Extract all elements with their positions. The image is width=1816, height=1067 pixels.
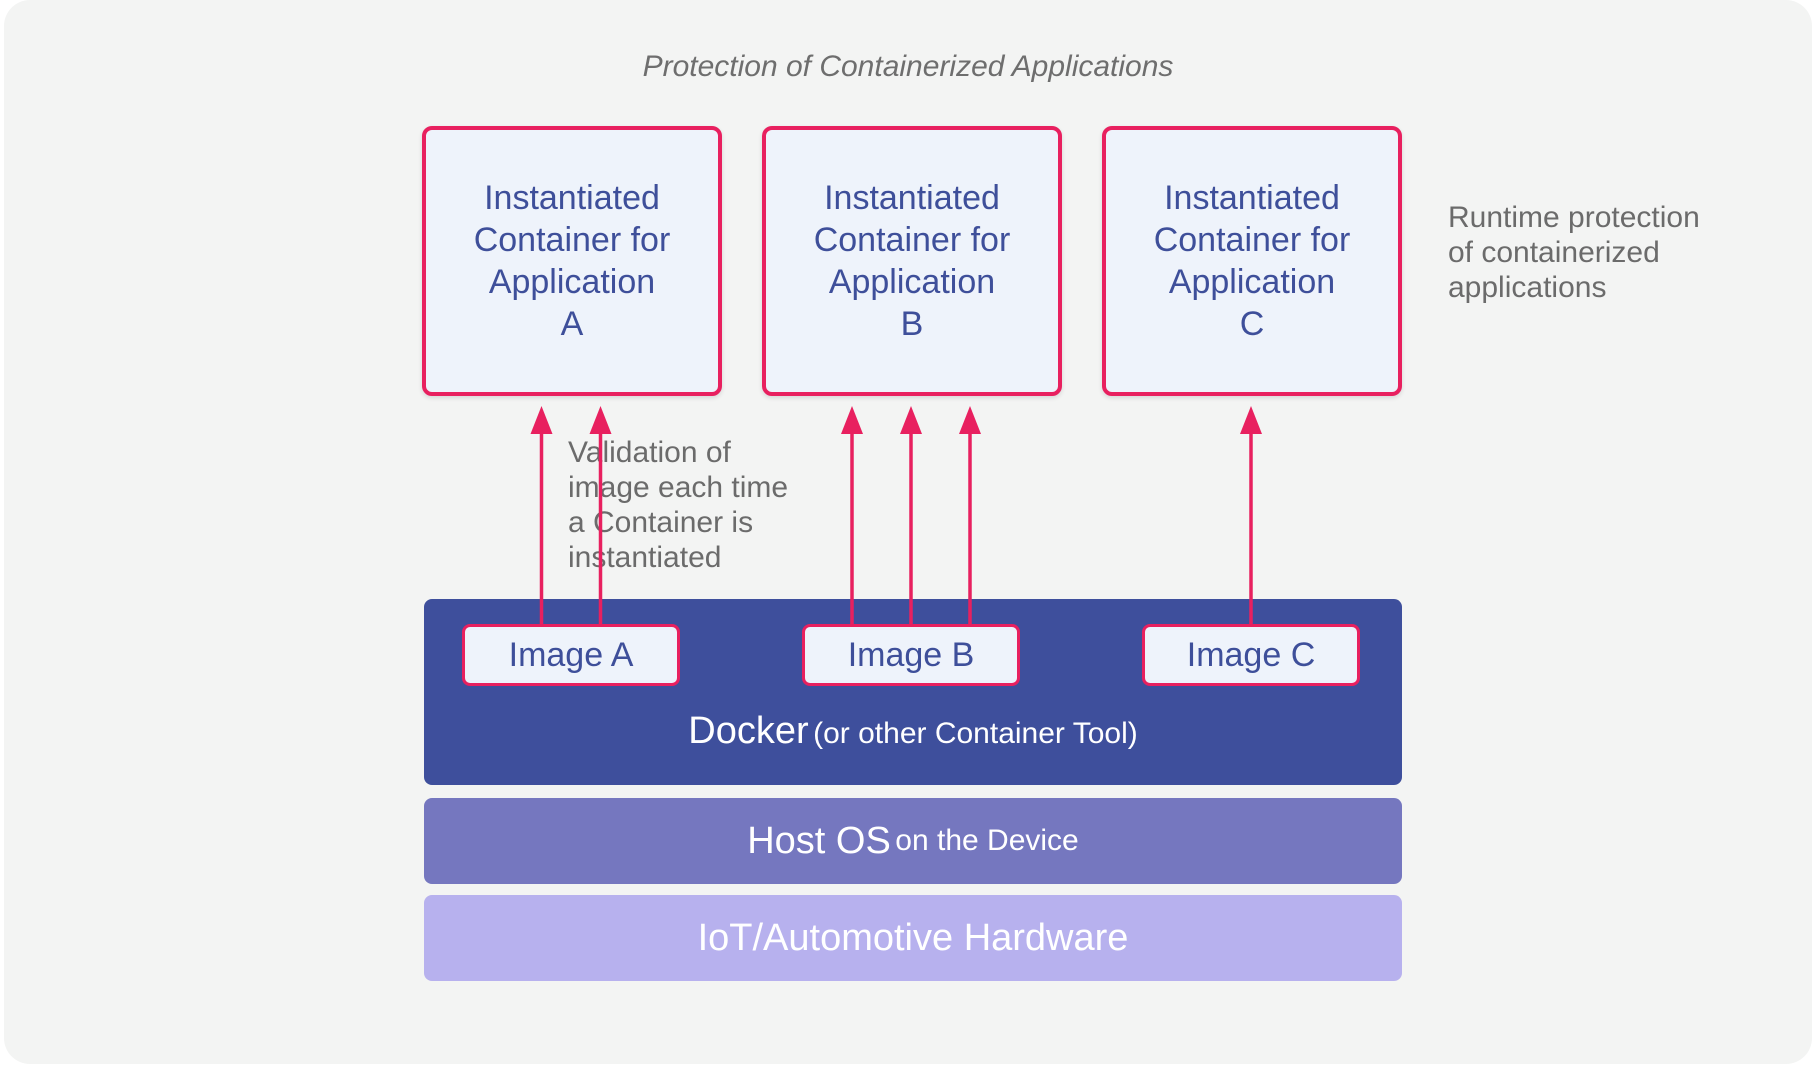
arrow-b-2 <box>900 406 922 624</box>
diagram-title: Protection of Containerized Applications <box>642 50 1174 83</box>
host-label-sub: on the Device <box>895 824 1079 857</box>
host-label-main: Host OS <box>747 819 891 862</box>
image-box-c: Image C <box>1142 624 1360 686</box>
docker-label-main: Docker <box>688 710 809 752</box>
container-label-a: Instantiated Container for Application A <box>473 179 671 343</box>
image-label-c: Image C <box>1186 635 1316 674</box>
image-box-b: Image B <box>802 624 1020 686</box>
hardware-label: IoT/Automotive Hardware <box>697 916 1129 959</box>
image-label-a: Image A <box>508 635 634 674</box>
arrow-b-1 <box>841 406 863 624</box>
docker-label-sub: (or other Container Tool) <box>813 717 1138 750</box>
host-os-layer: Host OS on the Device <box>424 798 1402 884</box>
arrow-a-2 <box>589 406 612 624</box>
container-label-c: Instantiated Container for Application C <box>1153 179 1351 343</box>
arrow-c-1 <box>1240 406 1262 624</box>
arrow-b-3 <box>959 406 981 624</box>
validation-note: Validation of image each time a Containe… <box>568 436 789 574</box>
container-box-a: Instantiated Container for Application A <box>422 126 722 396</box>
hardware-layer: IoT/Automotive Hardware <box>424 895 1402 981</box>
arrow-a-1 <box>530 406 553 624</box>
runtime-protection-note: Runtime protection of containerized appl… <box>1448 201 1700 304</box>
container-box-b: Instantiated Container for Application B <box>762 126 1062 396</box>
container-label-b: Instantiated Container for Application B <box>813 179 1011 343</box>
image-label-b: Image B <box>847 635 975 674</box>
docker-layer-label: Docker (or other Container Tool) <box>424 710 1402 753</box>
container-box-c: Instantiated Container for Application C <box>1102 126 1402 396</box>
image-box-a: Image A <box>462 624 680 686</box>
